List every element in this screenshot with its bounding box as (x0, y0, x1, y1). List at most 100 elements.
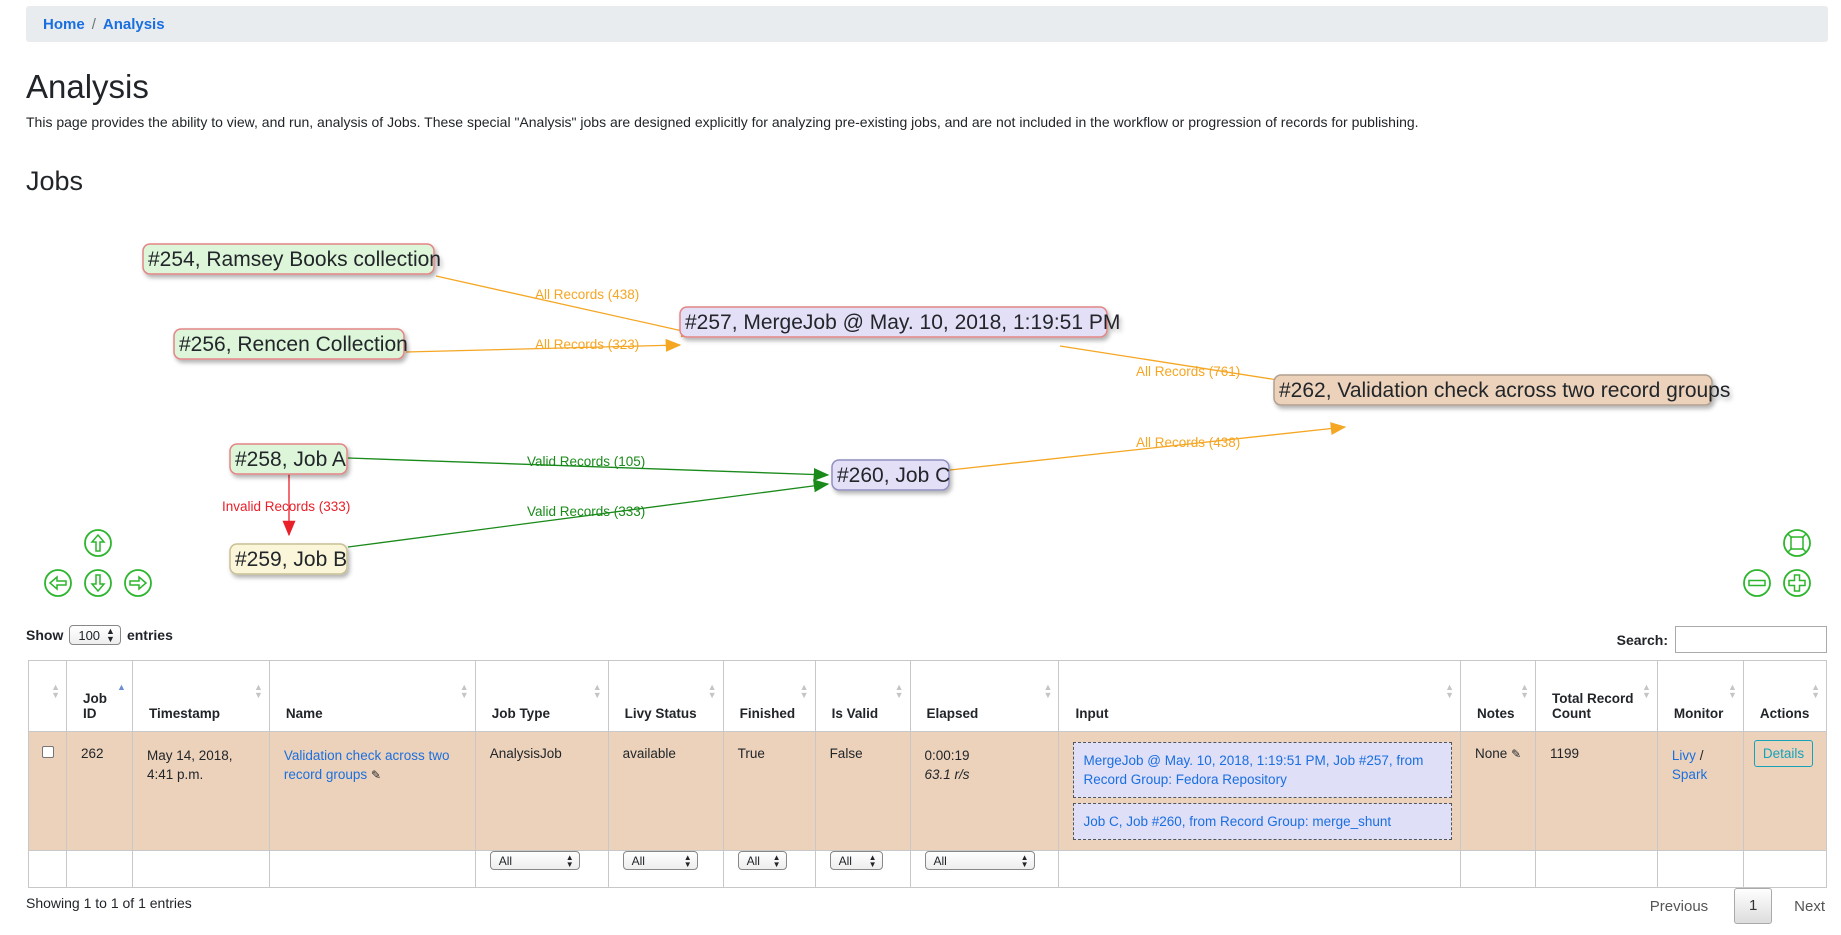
arrow-left-icon[interactable] (44, 569, 72, 597)
graph-edge: All Records (438) (435, 275, 698, 338)
entries-label: entries (126, 627, 173, 643)
header-label: Name (285, 706, 323, 721)
monitor-separator: / (1699, 748, 1704, 763)
job-type-column-header[interactable]: Job Type▲▼ (474, 660, 609, 732)
name-cell: Validation check across two record group… (268, 731, 476, 851)
header-label: Total Record Count (1552, 691, 1634, 721)
is-valid-filter-select[interactable]: All▲▼ (829, 851, 883, 870)
job-name-link[interactable]: Validation check across two record group… (283, 748, 450, 782)
input-job-link[interactable]: Job C, Job #260, from Record Group: merg… (1073, 803, 1453, 840)
entries-value: 100 (78, 627, 101, 643)
graph-node-254[interactable]: #254, Ramsey Books collection (142, 243, 441, 275)
sort-icon: ▲▼ (253, 682, 263, 700)
select-arrows-icon: ▲▼ (683, 852, 692, 869)
node-label: #258, Job A (235, 448, 346, 471)
page-1-button[interactable]: 1 (1734, 888, 1773, 924)
timestamp-value: May 14, 2018, 4:41 p.m. (146, 748, 233, 782)
job-type-filter-select[interactable]: All ▲▼ (489, 851, 580, 870)
livy-link[interactable]: Livy (1671, 748, 1696, 763)
sort-icon: ▲▼ (1727, 682, 1737, 700)
graph-edge: All Records (438) (949, 422, 1347, 471)
header-label: Livy Status (624, 706, 697, 721)
arrow-right-icon[interactable] (124, 569, 152, 597)
total-record-count-column-header[interactable]: Total Record Count▲▼ (1535, 660, 1658, 732)
filter-cell (1460, 850, 1536, 888)
sort-icon: ▲▼ (1445, 682, 1455, 700)
search-label: Search: (1616, 631, 1668, 648)
select-arrows-icon: ▲▼ (772, 852, 781, 869)
is-valid-cell: False (814, 731, 911, 851)
is-valid-column-header[interactable]: Is Valid▲▼ (814, 660, 911, 732)
fit-icon[interactable] (1783, 529, 1811, 557)
select-arrows-icon: ▲▼ (106, 626, 115, 644)
header-label: Actions (1759, 706, 1810, 721)
details-button[interactable]: Details (1753, 740, 1814, 767)
arrow-up-icon[interactable] (84, 529, 112, 557)
jobs-table: ▲▼ Job ID▲ Timestamp▲▼ Name▲▼ Job Type▲▼… (28, 660, 1828, 888)
filter-cell: All▲▼ (607, 850, 724, 888)
graph-node-262[interactable]: #262, Validation check across two record… (1273, 374, 1730, 406)
breadcrumb: Home / Analysis (26, 6, 1828, 42)
livy-status-filter-select[interactable]: All▲▼ (622, 851, 698, 870)
actions-column-header[interactable]: Actions▲▼ (1742, 660, 1828, 732)
elapsed-column-header[interactable]: Elapsed▲▼ (909, 660, 1060, 732)
notes-cell: None ✎ (1460, 731, 1536, 851)
spark-link[interactable]: Spark (1671, 767, 1708, 782)
filter-cell (268, 850, 476, 888)
node-label: #257, MergeJob @ May. 10, 2018, 1:19:51 … (685, 311, 1120, 334)
zoom-in-icon[interactable] (1783, 569, 1811, 597)
zoom-out-icon[interactable] (1743, 569, 1771, 597)
graph-node-259[interactable]: #259, Job B (229, 543, 348, 575)
graph-node-260[interactable]: #260, Job C (831, 459, 950, 491)
select-column-header[interactable]: ▲▼ (28, 660, 67, 732)
table-row: 262 May 14, 2018, 4:41 p.m. Validation c… (28, 731, 1828, 851)
elapsed-filter-select[interactable]: All▲▼ (924, 851, 1035, 870)
filter-value: All (933, 853, 947, 868)
row-checkbox[interactable] (42, 746, 54, 758)
graph-node-258[interactable]: #258, Job A (229, 443, 348, 475)
header-label: Input (1075, 706, 1109, 721)
livy-status-column-header[interactable]: Livy Status▲▼ (607, 660, 724, 732)
show-entries-control: Show 100 ▲▼ entries (26, 625, 173, 645)
arrow-down-icon[interactable] (84, 569, 112, 597)
breadcrumb-analysis-link[interactable]: Analysis (102, 15, 165, 33)
notes-value: None (1475, 746, 1508, 761)
job-graph[interactable]: All Records (438) All Records (323) All … (0, 210, 1841, 610)
filter-cell (1656, 850, 1744, 888)
node-label: #259, Job B (235, 548, 347, 571)
sort-icon: ▲▼ (592, 682, 602, 700)
notes-column-header[interactable]: Notes▲▼ (1460, 660, 1536, 732)
input-cell: MergeJob @ May. 10, 2018, 1:19:51 PM, Jo… (1058, 731, 1462, 851)
edit-pencil-icon[interactable]: ✎ (370, 768, 382, 782)
previous-button[interactable]: Previous (1649, 897, 1709, 915)
timestamp-column-header[interactable]: Timestamp▲▼ (131, 660, 270, 732)
filter-cell: All ▲▼ (474, 850, 609, 888)
select-arrows-icon: ▲▼ (565, 852, 574, 869)
sort-icon: ▲▼ (1043, 682, 1053, 700)
finished-column-header[interactable]: Finished▲▼ (722, 660, 816, 732)
next-button[interactable]: Next (1794, 897, 1825, 915)
filter-value: All (498, 853, 513, 868)
breadcrumb-home-link[interactable]: Home (43, 15, 85, 33)
edit-pencil-icon[interactable]: ✎ (1511, 747, 1522, 761)
filter-cell: All▲▼ (909, 850, 1060, 888)
input-column-header[interactable]: Input ▲▼ (1058, 660, 1462, 732)
rate-value: 63.1 r/s (924, 767, 970, 782)
job-id-column-header[interactable]: Job ID▲ (65, 660, 133, 732)
monitor-column-header[interactable]: Monitor▲▼ (1656, 660, 1744, 732)
filter-cell: All▲▼ (814, 850, 911, 888)
entries-select[interactable]: 100 ▲▼ (69, 625, 121, 645)
graph-node-257[interactable]: #257, MergeJob @ May. 10, 2018, 1:19:51 … (679, 306, 1120, 338)
graph-node-256[interactable]: #256, Rencen Collection (173, 328, 408, 360)
sort-icon: ▲▼ (51, 682, 60, 700)
graph-edge: Valid Records (333) (347, 479, 830, 548)
edge-label: All Records (761) (1136, 364, 1240, 379)
name-column-header[interactable]: Name▲▼ (268, 660, 476, 732)
search-input[interactable] (1675, 626, 1827, 653)
header-label: Is Valid (831, 706, 879, 721)
input-job-link[interactable]: MergeJob @ May. 10, 2018, 1:19:51 PM, Jo… (1073, 742, 1453, 798)
job-type-cell: AnalysisJob (474, 731, 609, 851)
finished-filter-select[interactable]: All▲▼ (737, 851, 787, 870)
node-label: #256, Rencen Collection (179, 333, 408, 356)
edge-label: Valid Records (105) (527, 454, 645, 469)
